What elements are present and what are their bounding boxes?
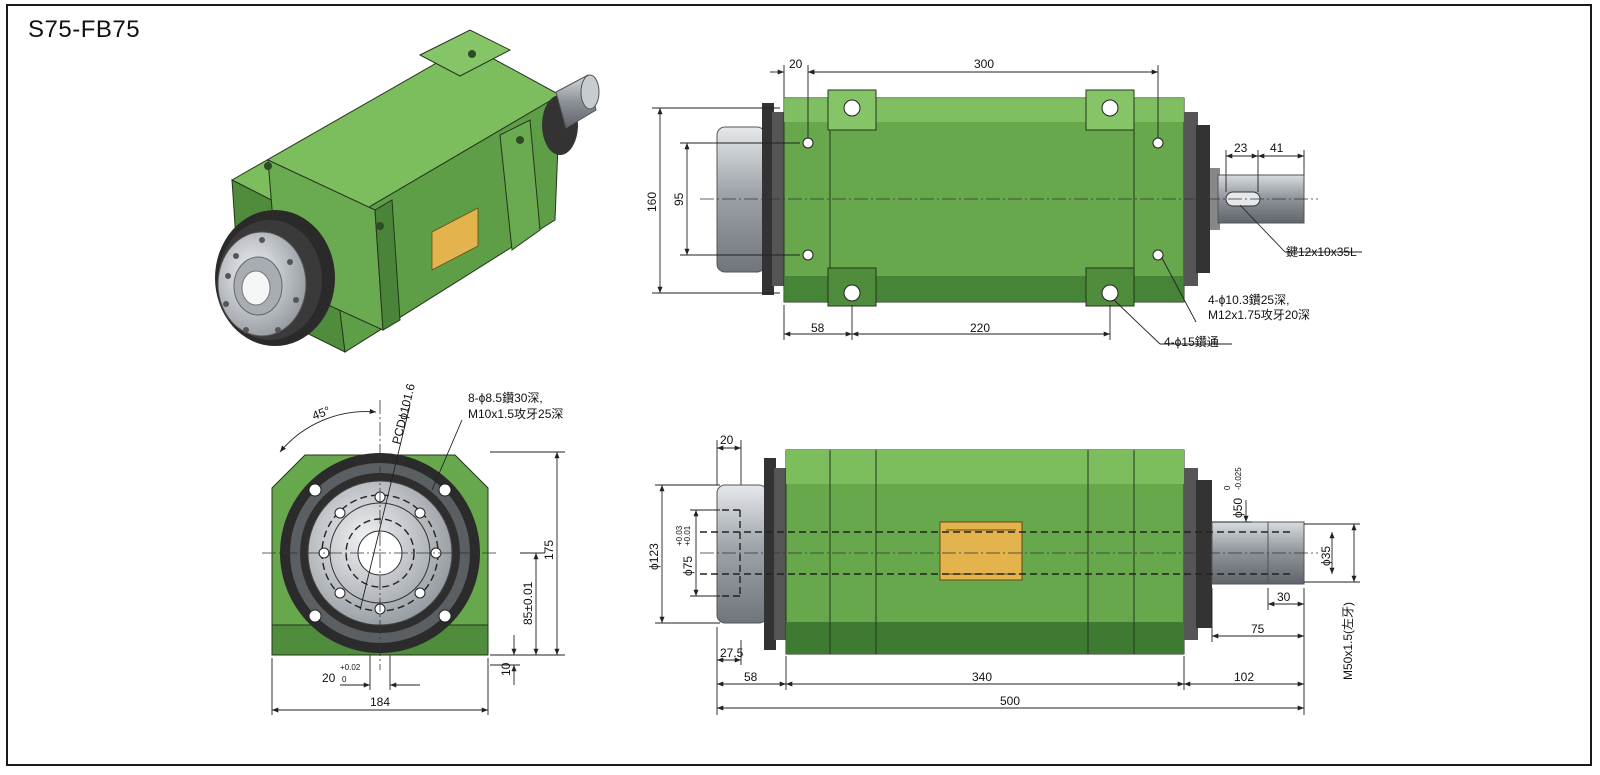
dim-side-35: ϕ35 xyxy=(1319,546,1333,566)
dim-side-102: 102 xyxy=(1234,670,1254,684)
dim-side-75-tol-up: +0.03 xyxy=(675,525,684,546)
dim-side-340: 340 xyxy=(972,670,992,684)
side-view-labels: 20 ϕ123 ϕ75 +0.03 +0.01 ϕ50 0 -0.025 ϕ35… xyxy=(647,433,1355,708)
dim-side-123: ϕ123 xyxy=(647,543,661,570)
dim-side-50-tol-low: -0.025 xyxy=(1234,467,1243,490)
note-holes-tap-1: 4-ϕ10.3鑽25深, xyxy=(1208,292,1289,307)
dim-side-75-tol-low: +0.01 xyxy=(683,525,692,546)
dim-top-41: 41 xyxy=(1270,141,1284,155)
dim-side-50-tol-up: 0 xyxy=(1223,485,1232,490)
dim-top-95: 95 xyxy=(672,192,686,206)
end-view-labels: 45° PCDϕ101.6 8-ϕ8.5鑽30深, M10x1.5攻牙25深 1… xyxy=(310,382,563,709)
dim-side-thread: M50x1.5(左牙) xyxy=(1340,602,1355,680)
dim-side-27-5: 27.5 xyxy=(720,646,744,660)
dim-end-184: 184 xyxy=(370,695,390,709)
note-end-holes-1: 8-ϕ8.5鑽30深, xyxy=(468,390,543,405)
dim-top-20: 20 xyxy=(789,57,803,71)
side-view xyxy=(700,449,1318,655)
dim-top-300: 300 xyxy=(974,57,994,71)
dim-end-85: 85±0.01 xyxy=(521,581,535,625)
dim-side-20: 20 xyxy=(720,433,734,447)
dim-side-500: 500 xyxy=(1000,694,1020,708)
dim-top-58: 58 xyxy=(811,321,825,335)
top-view-dimensions xyxy=(652,65,1362,345)
dim-end-10: 10 xyxy=(499,662,513,676)
dim-top-220: 220 xyxy=(970,321,990,335)
dim-pcd: PCDϕ101.6 xyxy=(389,382,418,446)
dim-end-20-tol-low: 0 xyxy=(342,675,347,684)
dim-side-58: 58 xyxy=(744,670,758,684)
dim-end-175: 175 xyxy=(542,540,556,560)
dim-side-50: ϕ50 xyxy=(1231,498,1245,518)
dim-side-75: ϕ75 xyxy=(681,556,695,576)
end-view xyxy=(262,400,565,715)
dim-top-160: 160 xyxy=(645,192,659,212)
dim-end-20: 20 xyxy=(322,671,336,685)
note-end-holes-2: M10x1.5攻牙25深 xyxy=(468,407,563,421)
dim-angle-45: 45° xyxy=(310,403,332,422)
note-through-holes: 4-ϕ15鑽通 xyxy=(1164,334,1219,349)
dim-side-75b: 75 xyxy=(1251,622,1265,636)
isometric-view xyxy=(215,29,600,353)
side-view-dimensions xyxy=(655,440,1360,715)
dim-top-23: 23 xyxy=(1234,141,1248,155)
top-view xyxy=(700,89,1318,307)
note-key: 鍵12x10x35L xyxy=(1286,244,1357,259)
drawing-title: S75-FB75 xyxy=(28,16,141,43)
dim-side-30: 30 xyxy=(1277,590,1291,604)
dim-end-20-tol-up: +0.02 xyxy=(340,663,361,672)
top-view-labels: 20 300 160 95 23 41 鍵12x10x35L 4-ϕ10.3鑽2… xyxy=(645,57,1357,349)
note-holes-tap-2: M12x1.75攻牙20深 xyxy=(1208,308,1310,322)
